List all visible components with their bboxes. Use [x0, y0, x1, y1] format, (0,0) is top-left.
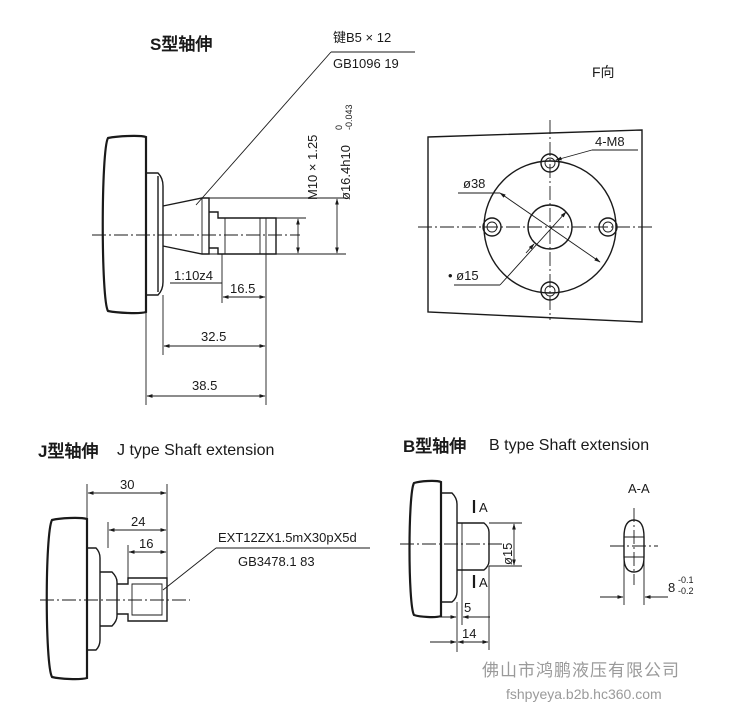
f-holes-leader [555, 149, 593, 161]
s-shaft [209, 211, 277, 255]
s-dim-16-5: 16.5 [230, 281, 255, 296]
f-view-plate [427, 129, 643, 323]
svg-text:ø16.4h10: ø16.4h10 [338, 145, 353, 200]
svg-text:0: 0 [334, 125, 344, 130]
j-dim-30: 30 [120, 477, 134, 492]
s-diameter-label: ø16.4h10 0 -0.043 [334, 104, 354, 200]
section-aa-drawing: A-A 8 -0.1 -0.2 [600, 481, 694, 605]
s-type-drawing: S型轴伸 键B5 × 12 GB1096 19 M10 × 1.25 ø16.4… [92, 30, 415, 405]
b-dim-14: 14 [462, 626, 476, 641]
f-bore-label: • ø15 [448, 268, 479, 283]
s-motor-body [101, 134, 148, 315]
f-holes-label: 4-M8 [595, 134, 625, 149]
j-spline-shaft [117, 577, 168, 622]
b-diameter-label: ø15 [500, 543, 515, 565]
j-type-drawing: J型轴伸 J type Shaft extension 30 24 16 EXT… [38, 441, 370, 681]
f-view-drawing: F向 4-M8 ø38 • ø15 [418, 64, 655, 323]
section-aa-title: A-A [628, 481, 650, 496]
f-hole-bottom [540, 281, 560, 301]
s-key-note: 键B5 × 12 [333, 30, 391, 45]
b-type-title-cn: B型轴伸 [403, 436, 466, 456]
svg-text:-0.1: -0.1 [678, 575, 694, 585]
section-aa-dim: 8 -0.1 -0.2 [668, 575, 694, 596]
watermark-url: fshpyeya.b2b.hc360.com [506, 686, 662, 702]
f-pcd-circle [483, 160, 617, 294]
f-pcd-label: ø38 [463, 176, 485, 191]
s-dim-38-5: 38.5 [192, 378, 217, 393]
j-spline-leader [162, 547, 217, 591]
f-pcd-dim [499, 192, 601, 263]
svg-text:-0.2: -0.2 [678, 586, 694, 596]
b-section-mark-bottom: A [479, 575, 488, 590]
svg-text:8: 8 [668, 580, 675, 595]
j-motor-body [45, 516, 89, 681]
s-key-std: GB1096 19 [333, 56, 399, 71]
b-type-drawing: B型轴伸 B type Shaft extension A A ø15 5 14 [400, 436, 649, 652]
s-flange [146, 172, 164, 296]
j-spline-spec: EXT12ZX1.5mX30pX5d [218, 530, 357, 545]
s-dim-32-5: 32.5 [201, 329, 226, 344]
b-section-mark-top: A [479, 500, 488, 515]
s-key-leader [195, 51, 332, 206]
s-type-title: S型轴伸 [150, 34, 212, 54]
s-taper [162, 197, 210, 255]
s-thread-label: M10 × 1.25 [305, 135, 320, 200]
j-dim-16: 16 [139, 536, 153, 551]
b-motor-body [408, 479, 443, 619]
j-flange [87, 547, 101, 651]
watermark-company: 佛山市鸿鹏液压有限公司 [482, 661, 680, 680]
j-type-title-en: J type Shaft extension [117, 442, 274, 459]
svg-text:-0.043: -0.043 [344, 104, 354, 130]
f-view-title: F向 [592, 64, 615, 80]
b-type-title-en: B type Shaft extension [489, 437, 649, 454]
b-shaft [457, 522, 490, 571]
j-spline-std: GB3478.1 83 [238, 554, 315, 569]
s-taper-label: 1:10z4 [174, 268, 213, 283]
b-flange [441, 492, 458, 603]
j-dim-24: 24 [131, 514, 145, 529]
f-hole-top [540, 153, 560, 173]
b-dim-5: 5 [464, 600, 471, 615]
j-type-title-cn: J型轴伸 [38, 441, 98, 461]
